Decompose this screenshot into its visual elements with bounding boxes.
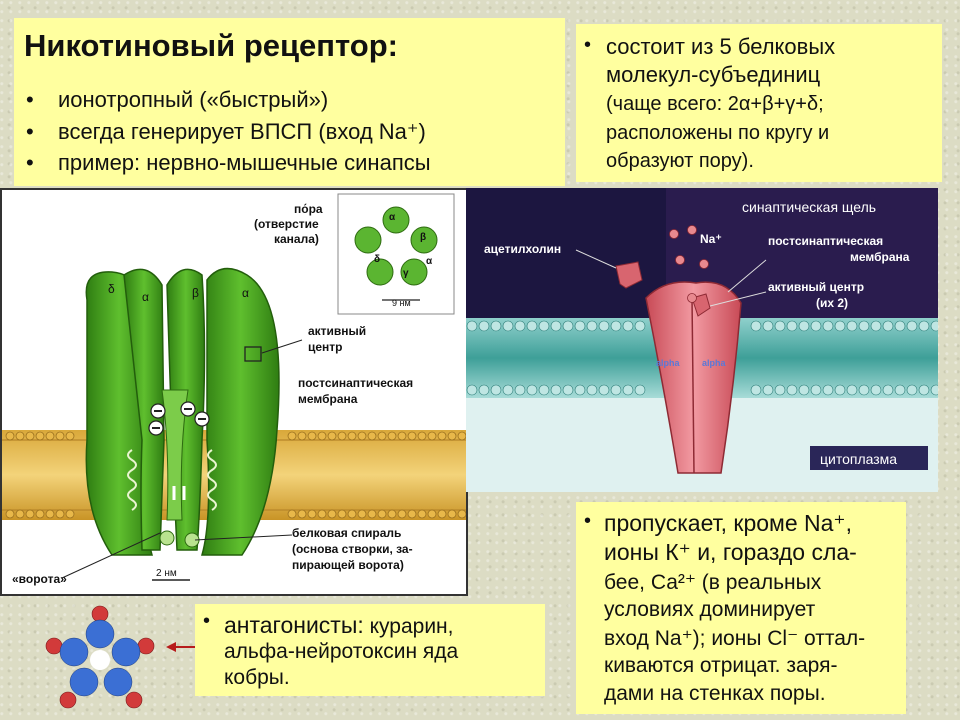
cleft-label: синаптическая щель bbox=[742, 199, 877, 215]
prop-3: пример: нервно-мышечные синапсы bbox=[58, 150, 431, 175]
structure-line-5: образуют пору). bbox=[606, 150, 754, 172]
antag-lead: антагонисты: bbox=[224, 612, 364, 638]
antag-bullet: • bbox=[203, 610, 211, 632]
structure-line-3: (чаще всего: 2α+β+γ+δ; bbox=[606, 93, 824, 115]
ions-line-3: бее, Са²⁺ (в реальных bbox=[604, 571, 822, 594]
structure-bullet: • bbox=[584, 34, 592, 56]
scale-big: 2 нм bbox=[156, 568, 177, 579]
ions-line-4: условиях доминирует bbox=[604, 598, 816, 621]
spiral-label-3: пирающей ворота) bbox=[292, 558, 404, 572]
structure-line-4: расположены по кругу и bbox=[606, 122, 830, 144]
pore-channel bbox=[161, 389, 189, 521]
antag-line-1: антагонисты: курарин, bbox=[224, 612, 453, 639]
negative-charges bbox=[148, 401, 210, 436]
right-membrane-2: мембрана bbox=[850, 250, 910, 264]
ring-d: δ bbox=[374, 254, 381, 265]
antagonists-box bbox=[195, 604, 545, 696]
antag-line-3: кобры. bbox=[224, 666, 290, 689]
active-center-marker bbox=[244, 346, 262, 362]
green-receptor-svg bbox=[2, 193, 467, 581]
acetylcholine-mol bbox=[615, 261, 643, 289]
sub-top-beta: β bbox=[192, 286, 199, 300]
membrane-label-2: мембрана bbox=[298, 392, 358, 406]
alpha-right: alpha bbox=[702, 358, 726, 368]
right-membrane-1: постсинаптическая bbox=[768, 234, 884, 248]
cytoplasm-label: цитоплазма bbox=[820, 451, 898, 467]
ions-bullet: • bbox=[584, 510, 592, 532]
membrane-label-1: постсинаптическая bbox=[298, 376, 414, 390]
ions-line-5: вход Na⁺); ионы Сl⁻ оттал- bbox=[604, 627, 866, 650]
ring-a2: α bbox=[426, 256, 433, 267]
ring-subunits bbox=[354, 206, 438, 286]
ring-a1: α bbox=[389, 212, 396, 223]
sub-top-alpha1: α bbox=[142, 290, 149, 304]
structure-line-2: молекул-субъединиц bbox=[606, 62, 821, 87]
toxin-svg bbox=[45, 605, 155, 709]
active-center-1: активный bbox=[308, 324, 367, 338]
gate-label: «ворота» bbox=[12, 572, 67, 586]
na-label: Na⁺ bbox=[700, 232, 722, 246]
ions-box bbox=[576, 502, 906, 714]
bullet-1: • bbox=[26, 87, 34, 112]
scale-small: 9 нм bbox=[392, 298, 411, 308]
ring-g: γ bbox=[403, 268, 409, 279]
ions-line-6: киваются отрицат. заря- bbox=[604, 654, 838, 677]
left-diagram: δ α β α α β α γ δ 9 нм по́ра (отверстие … bbox=[0, 188, 468, 596]
spiral-label-2: (основа створки, за- bbox=[292, 542, 413, 556]
sub-top-delta: δ bbox=[108, 282, 115, 296]
prop-1: ионотропный («быстрый») bbox=[58, 87, 329, 112]
ions-line-1: пропускает, кроме Na⁺, bbox=[604, 510, 852, 536]
bullet-2: • bbox=[26, 119, 34, 144]
spiral-label-1: белковая спираль bbox=[292, 526, 402, 540]
structure-box bbox=[576, 24, 942, 182]
antag-rest: курарин, bbox=[369, 615, 454, 638]
active-label-2: (их 2) bbox=[816, 296, 849, 310]
prop-2: всегда генерирует ВПСП (вход Na⁺) bbox=[58, 119, 426, 144]
red-receptor-svg bbox=[466, 188, 938, 492]
structure-line-1: состоит из 5 белковых bbox=[606, 34, 836, 59]
pore-label-3: канала) bbox=[274, 232, 319, 246]
pore-label-1: по́ра bbox=[294, 202, 323, 216]
pore-label-2: (отверстие bbox=[254, 217, 319, 231]
bullet-3: • bbox=[26, 150, 34, 175]
spiral-left bbox=[127, 449, 137, 511]
ring-b: β bbox=[420, 232, 427, 243]
ions-line-2: ионы К⁺ и, гораздо сла- bbox=[604, 539, 857, 565]
spiral-right bbox=[207, 449, 217, 511]
sub-top-alpha2: α bbox=[242, 286, 249, 300]
toxin-structure bbox=[44, 604, 156, 714]
ach-label: ацетилхолин bbox=[484, 242, 562, 256]
title-box bbox=[14, 18, 565, 186]
active-center-2: центр bbox=[308, 340, 343, 354]
arrow-icon bbox=[166, 640, 196, 652]
active-label-1: активный центр bbox=[768, 280, 865, 294]
right-diagram: синаптическая щель Na⁺ ацетилхолин постс… bbox=[466, 188, 938, 492]
alpha-left: alpha bbox=[656, 358, 680, 368]
page-title: Никотиновый рецептор: bbox=[24, 28, 398, 63]
ions-line-7: дами на стенках поры. bbox=[604, 682, 826, 705]
antag-line-2: альфа-нейротоксин яда bbox=[224, 640, 459, 663]
